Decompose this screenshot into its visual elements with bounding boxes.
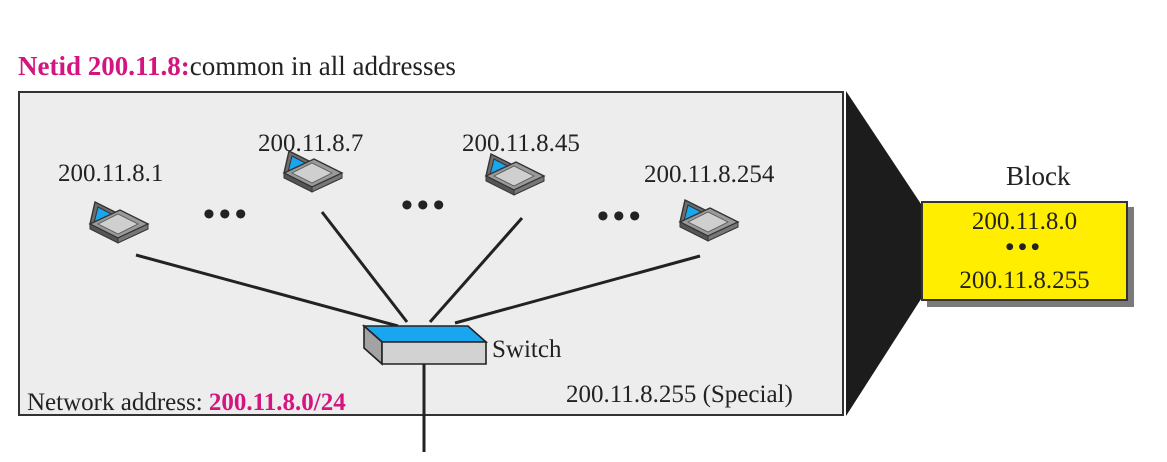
host-label: 200.11.8.7 [258,130,364,157]
netid-label: Netid 200.11.8: [18,51,190,81]
switch-label: Switch [492,336,562,363]
zoom-wedge [846,91,921,416]
network-address-value: 200.11.8.0/24 [208,389,346,416]
link-host-1 [135,253,399,328]
ellipsis: ••• [203,196,251,233]
special-address: 200.11.8.255 (Special) [566,381,793,408]
block-box: 200.11.8.0 ••• 200.11.8.255 [921,201,1128,301]
network-address: Network address: 200.11.8.0/24 [27,388,346,418]
link-host-2 [320,211,409,323]
links [135,211,701,452]
block-last-address: 200.11.8.255 [959,267,1090,294]
netid-heading: Netid 200.11.8:common in all addresses [18,49,456,83]
block-first-address: 200.11.8.0 [971,208,1078,235]
link-host-3 [428,217,524,323]
network-address-label: Network address: [27,389,209,416]
host-label: 200.11.8.1 [58,160,164,187]
laptop-icon [485,153,545,196]
ellipsis: ••• [401,187,449,224]
laptop-icon [89,201,149,244]
block-ellipsis: ••• [1005,234,1044,261]
laptop-icon [679,199,739,242]
host-label: 200.11.8.254 [644,161,775,188]
block-title: Block [1006,161,1071,191]
link-host-4 [454,254,701,325]
netid-description: common in all addresses [189,51,456,81]
switch-icon [361,324,489,366]
host-label: 200.11.8.45 [462,130,580,157]
ellipsis: ••• [597,198,645,235]
